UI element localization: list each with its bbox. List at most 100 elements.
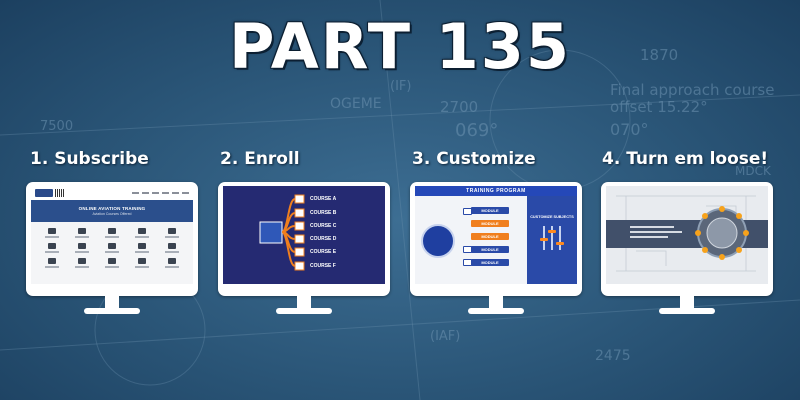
- status-dot: [719, 206, 725, 212]
- course-label: COURSE F: [310, 263, 336, 269]
- grid-item: [127, 228, 157, 238]
- chart-readout: offset 15.22°: [610, 98, 708, 116]
- monitor-stand: [489, 296, 503, 309]
- subscribe-screen: ONLINE AVIATION TRAINING Aviation Course…: [31, 186, 193, 284]
- center-node: [259, 221, 283, 244]
- step-label-customize: 3. Customize: [412, 149, 536, 169]
- subject-slider: [548, 226, 556, 250]
- chart-readout: (IAF): [430, 329, 460, 344]
- grid-item: [127, 243, 157, 253]
- monitor-subscribe: ONLINE AVIATION TRAINING Aviation Course…: [26, 182, 198, 318]
- grid-item: [67, 258, 97, 268]
- hero-subtitle: Aviation Courses Offered: [92, 212, 132, 216]
- step-label-enroll: 2. Enroll: [220, 149, 300, 169]
- module-bar: MODULE: [471, 220, 509, 227]
- status-dot: [702, 213, 708, 219]
- course-node: [294, 261, 305, 271]
- course-icon: [168, 228, 176, 234]
- subjects-panel: CUSTOMIZE SUBJECTS: [527, 196, 577, 284]
- grid-item: [157, 228, 187, 238]
- nav-link: [132, 192, 139, 194]
- module-bar: MODULE: [471, 233, 509, 240]
- course-icon: [108, 228, 116, 234]
- course-icon: [138, 228, 146, 234]
- chart-readout: 1870: [640, 46, 678, 64]
- training-screen: [606, 186, 768, 284]
- step-label-subscribe: 1. Subscribe: [30, 149, 149, 169]
- chart-readout: 069°: [455, 120, 498, 141]
- course-node: [294, 247, 305, 257]
- course-label: COURSE A: [310, 196, 337, 202]
- nav-link: [142, 192, 149, 194]
- monitor-bezel: [601, 182, 773, 296]
- course-node: [294, 208, 305, 218]
- grid-item: [127, 258, 157, 268]
- course-icon: [168, 258, 176, 264]
- engine-diagram: [695, 206, 749, 260]
- monitor-bezel: COURSE A COURSE B COURSE C COURSE D COUR…: [218, 182, 390, 296]
- status-dot: [702, 247, 708, 253]
- grid-item: [97, 258, 127, 268]
- monitor-stand: [105, 296, 119, 309]
- course-node: [294, 234, 305, 244]
- grid-item: [67, 243, 97, 253]
- customize-screen: TRAINING PROGRAM MODULE MODULE MODULE MO…: [415, 186, 577, 284]
- module-bar: MODULE: [471, 259, 509, 266]
- course-label: COURSE B: [310, 210, 337, 216]
- grid-item: [97, 228, 127, 238]
- nav-link: [182, 192, 189, 194]
- chart-readout: OGEME: [330, 96, 382, 112]
- chart-readout: Final approach course: [610, 81, 774, 99]
- course-line: [379, 0, 421, 400]
- subject-slider: [556, 226, 564, 250]
- monitor-bezel: ONLINE AVIATION TRAINING Aviation Course…: [26, 182, 198, 296]
- monitor-turn-loose: [601, 182, 773, 318]
- subjects-title: CUSTOMIZE SUBJECTS: [530, 215, 574, 219]
- connector-line: [281, 231, 296, 267]
- nav-links: [132, 192, 189, 194]
- course-label: COURSE D: [310, 236, 337, 242]
- grid-item: [37, 228, 67, 238]
- course-label: COURSE C: [310, 223, 337, 229]
- course-icon: [138, 243, 146, 249]
- monitor-base: [468, 308, 524, 314]
- status-dot: [736, 213, 742, 219]
- status-dot: [743, 230, 749, 236]
- step-label-turn-loose: 4. Turn em loose!: [602, 149, 769, 169]
- program-header: TRAINING PROGRAM: [415, 186, 577, 196]
- barcode-icon: [55, 189, 65, 197]
- hero-banner: ONLINE AVIATION TRAINING Aviation Course…: [31, 200, 193, 222]
- nav-link: [172, 192, 179, 194]
- course-icon-grid: [31, 222, 193, 268]
- page-title: PART 135: [229, 10, 571, 83]
- chart-readout: 7500: [40, 119, 73, 134]
- status-dot: [736, 247, 742, 253]
- chart-readout: (IF): [390, 79, 411, 94]
- logo-icon: [35, 189, 53, 197]
- course-icon: [78, 228, 86, 234]
- grid-item: [97, 243, 127, 253]
- hero-title: ONLINE AVIATION TRAINING: [78, 206, 146, 211]
- site-navbar: [31, 186, 193, 200]
- monitor-stand: [297, 296, 311, 309]
- status-dot: [695, 230, 701, 236]
- monitor-bezel: TRAINING PROGRAM MODULE MODULE MODULE MO…: [410, 182, 582, 296]
- course-icon: [48, 258, 56, 264]
- course-node: [294, 221, 305, 231]
- enroll-diagram: [259, 194, 305, 271]
- grid-item: [157, 258, 187, 268]
- monitor-customize: TRAINING PROGRAM MODULE MODULE MODULE MO…: [410, 182, 582, 318]
- engine-core: [706, 217, 738, 249]
- nav-link: [152, 192, 159, 194]
- subject-slider: [540, 226, 548, 250]
- course-label: COURSE E: [310, 249, 337, 255]
- monitor-base: [84, 308, 140, 314]
- pilot-icon: [421, 224, 455, 258]
- enroll-screen: COURSE A COURSE B COURSE C COURSE D COUR…: [223, 186, 385, 284]
- module-panel: MODULE MODULE MODULE MODULE MODULE: [415, 196, 527, 284]
- course-icon: [108, 258, 116, 264]
- course-icon: [138, 258, 146, 264]
- grid-item: [37, 243, 67, 253]
